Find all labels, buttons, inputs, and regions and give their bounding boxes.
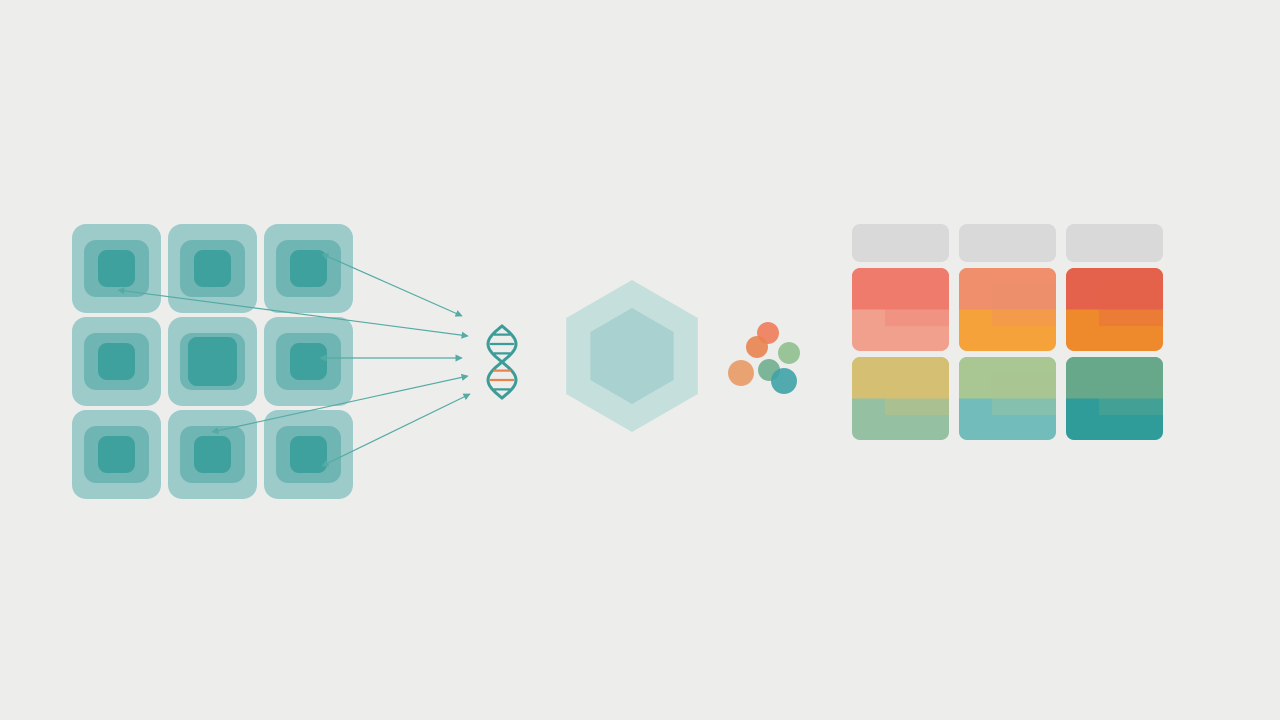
table-header-cell — [852, 224, 949, 262]
sample-tile — [72, 410, 161, 499]
tile-inner — [188, 337, 237, 386]
cell-top — [1066, 268, 1163, 310]
cell-top — [1066, 357, 1163, 399]
sample-tile — [168, 317, 257, 406]
tile-inner — [290, 436, 327, 473]
connection-arrows — [117, 253, 471, 467]
table-header-cell — [959, 224, 1056, 262]
cell-overlay — [884, 284, 949, 327]
cell-top — [959, 268, 1056, 310]
hexagon-inner — [590, 308, 674, 404]
sample-tile — [264, 410, 353, 499]
cluster-circle — [771, 368, 797, 394]
cell-top — [852, 357, 949, 399]
dna-strand — [486, 324, 518, 400]
arrow-line — [321, 393, 471, 467]
cell-overlay — [1098, 373, 1163, 416]
tile-inner — [98, 343, 135, 380]
sample-tile — [168, 410, 257, 499]
source-sample-grid — [72, 224, 353, 499]
colored-circles-icon — [728, 322, 800, 394]
table-cell — [852, 357, 949, 440]
cell-overlay — [1098, 284, 1163, 327]
arrow-line — [117, 287, 469, 339]
sample-tile — [168, 224, 257, 313]
cluster-circle — [728, 360, 754, 386]
tile-inner — [290, 250, 327, 287]
cluster-circle — [746, 336, 768, 358]
table-header-cell — [1066, 224, 1163, 262]
sample-tile — [264, 317, 353, 406]
tile-inner — [194, 436, 231, 473]
table-cell — [1066, 357, 1163, 440]
tile-inner — [98, 250, 135, 287]
cell-overlay — [884, 373, 949, 416]
sample-tile — [72, 317, 161, 406]
result-table — [852, 224, 1163, 440]
tile-inner — [194, 250, 231, 287]
cell-top — [959, 357, 1056, 399]
dna-helix-icon — [486, 324, 518, 400]
cell-top — [852, 268, 949, 310]
hexagon-icon — [566, 280, 698, 432]
tile-inner — [290, 343, 327, 380]
tile-inner — [98, 436, 135, 473]
cluster-circle — [778, 342, 800, 364]
table-cell — [959, 357, 1056, 440]
cell-overlay — [991, 284, 1056, 327]
table-cell — [1066, 268, 1163, 351]
cell-overlay — [991, 373, 1056, 416]
table-cell — [959, 268, 1056, 351]
table-cell — [852, 268, 949, 351]
sample-tile — [72, 224, 161, 313]
sample-tile — [264, 224, 353, 313]
